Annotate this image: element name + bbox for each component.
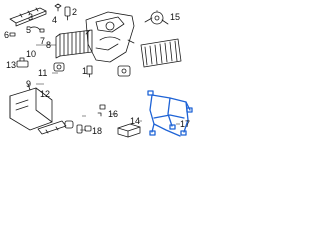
clip-part-icon (64, 120, 92, 134)
hvac-case-icon (85, 11, 135, 63)
lower-housing-icon (9, 83, 53, 131)
sensor-part-icon (29, 26, 45, 33)
connector-part-icon (97, 104, 106, 117)
bracket-part-icon (9, 32, 16, 37)
small-connector-icon (86, 65, 93, 78)
actuator-part-icon (64, 6, 71, 21)
wiring-harness-icon[interactable] (0, 0, 200, 147)
callout-14: 14 (130, 116, 141, 126)
callout-1: 1 (82, 66, 88, 76)
parts-diagram: 1 2 3 4 5 6 7 8 9 10 11 12 13 14 15 16 1… (0, 0, 200, 147)
callout-3: 3 (28, 12, 34, 22)
diagram-artwork (9, 3, 182, 138)
temperature-sensor-icon (16, 57, 29, 68)
callout-12: 12 (40, 89, 51, 99)
callout-7: 7 (40, 36, 46, 46)
duct-part-icon (9, 7, 47, 27)
callout-16: 16 (108, 109, 119, 119)
servo-motor-icon (117, 65, 131, 77)
actuator-motor-icon (53, 62, 65, 72)
callout-17: 17 (180, 119, 191, 129)
control-module-icon (117, 123, 141, 138)
callout-5: 5 (26, 25, 32, 35)
callout-6: 6 (4, 30, 10, 40)
heater-core-icon (140, 38, 182, 68)
callout-11: 11 (38, 68, 48, 78)
callout-13: 13 (6, 60, 17, 70)
leader-lines (36, 10, 180, 131)
callout-15: 15 (170, 12, 181, 22)
callout-10: 10 (26, 49, 37, 59)
callout-9: 9 (26, 79, 32, 89)
callout-2: 2 (72, 7, 78, 17)
callout-18: 18 (92, 126, 103, 136)
callout-8: 8 (46, 40, 52, 50)
bracket-part-icon (37, 120, 67, 135)
callout-4: 4 (52, 15, 58, 25)
clip-part-icon (54, 3, 62, 12)
